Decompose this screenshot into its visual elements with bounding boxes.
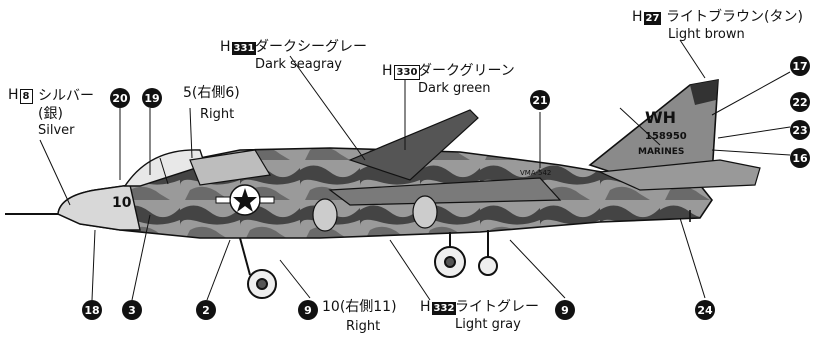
- paint-code-box: 330: [393, 65, 421, 80]
- light-gray-code: H 332: [420, 299, 457, 315]
- tail-code-marking: WH: [645, 108, 677, 127]
- light-brown-jp: ライトブラウン(タン): [666, 9, 803, 25]
- paint-code-box: 331: [231, 42, 257, 55]
- service-marking: MARINES: [638, 147, 685, 157]
- main-gear: [434, 230, 498, 278]
- serial-marking: 158950: [645, 131, 687, 142]
- dark-green-code: H 330: [382, 63, 421, 80]
- dark-seagray-code: H 331: [220, 39, 257, 55]
- wing: [348, 109, 479, 181]
- paint-code-box: 332: [431, 302, 457, 315]
- part5-right: Right: [200, 107, 235, 122]
- h-prefix: H: [420, 299, 431, 315]
- callout-20: 20: [110, 88, 130, 108]
- h-prefix: H: [632, 9, 643, 25]
- callout-22: 22: [790, 92, 810, 112]
- nose-gear: [239, 237, 277, 299]
- h-prefix: H: [382, 63, 393, 79]
- nose-section: [57, 184, 141, 231]
- paint-code-box: 27: [643, 12, 662, 25]
- callout-18: 18: [82, 300, 102, 320]
- callout-3: 3: [122, 300, 142, 320]
- leader-lines: [39, 39, 791, 301]
- light-brown-en: Light brown: [668, 27, 745, 42]
- tailplane: [597, 159, 761, 191]
- silver-en: Silver: [38, 123, 75, 138]
- part5-label: 5(右側6): [183, 85, 240, 101]
- callout-2: 2: [196, 300, 216, 320]
- wing-lower: [328, 177, 562, 206]
- silver-jp-sub: (銀): [38, 106, 63, 122]
- light-gray-jp: ライトグレー: [455, 299, 539, 315]
- callout-24: 24: [695, 300, 715, 320]
- dark-green-en: Dark green: [418, 81, 491, 96]
- callout-16: 16: [790, 148, 810, 168]
- silver-code: H 8: [8, 88, 33, 104]
- callout-17: 17: [790, 56, 810, 76]
- callout-23: 23: [790, 120, 810, 140]
- dark-seagray-jp: ダークシーグレー: [255, 39, 367, 55]
- silver-jp: シルバー: [38, 88, 94, 104]
- h-prefix: H: [8, 87, 19, 103]
- paint-code-box: 8: [19, 89, 33, 104]
- part10-label: 10(右側11): [322, 299, 397, 315]
- callout-21: 21: [530, 90, 550, 110]
- nozzle-front: [312, 198, 338, 232]
- dark-green-jp: ダークグリーン: [418, 63, 515, 79]
- h-prefix: H: [220, 39, 231, 55]
- light-gray-en: Light gray: [455, 317, 521, 332]
- dark-seagray-en: Dark seagray: [255, 57, 342, 72]
- nozzle-rear: [412, 195, 438, 229]
- callout-9-left: 9: [298, 300, 318, 320]
- squadron-marking: VMA-542: [520, 169, 552, 177]
- part10-right: Right: [346, 319, 381, 334]
- callout-19: 19: [142, 88, 162, 108]
- modex-marking: 10: [112, 195, 132, 211]
- air-intake: [189, 149, 271, 186]
- light-brown-code: H 27: [632, 9, 662, 25]
- callout-9-right: 9: [555, 300, 575, 320]
